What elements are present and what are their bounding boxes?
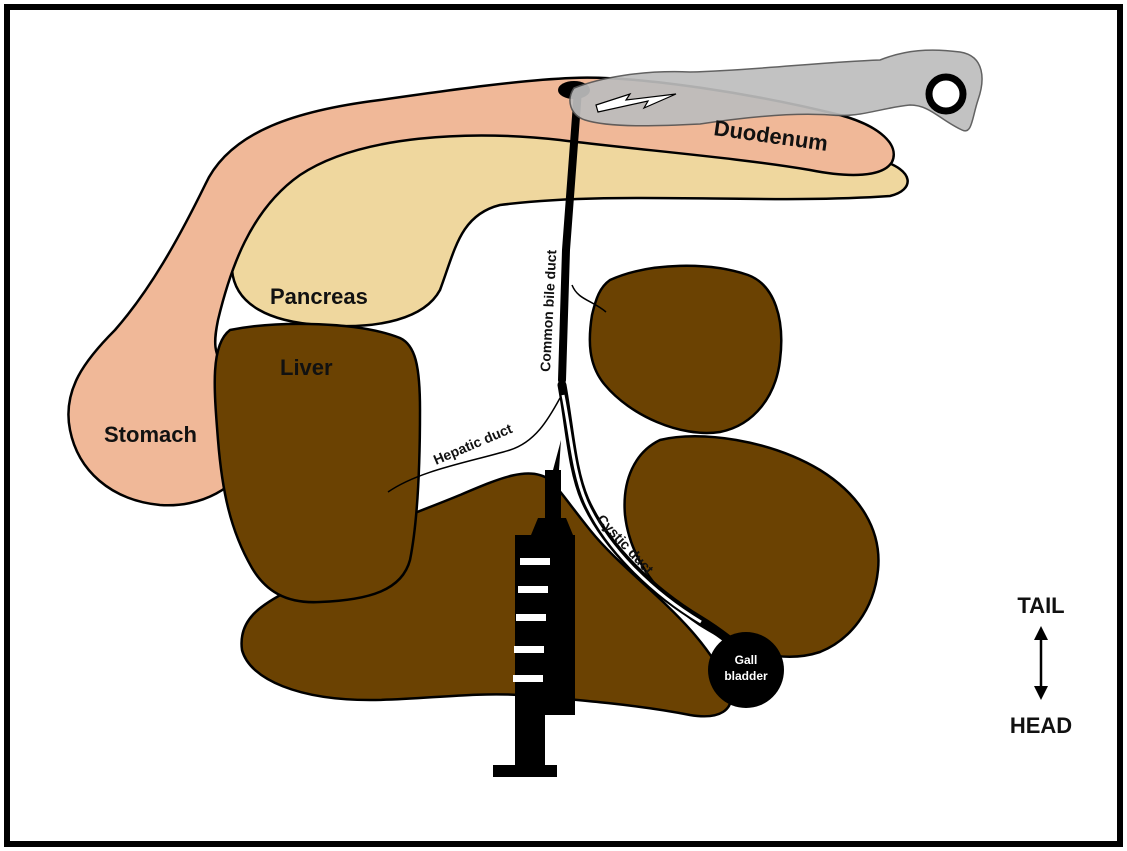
label-gall-bladder-line2: bladder (724, 669, 768, 683)
label-orientation-head: HEAD (1010, 713, 1072, 738)
label-stomach: Stomach (104, 422, 197, 447)
label-pancreas: Pancreas (270, 284, 368, 309)
label-orientation-tail: TAIL (1017, 593, 1064, 618)
label-liver: Liver (280, 355, 333, 380)
label-gall-bladder-line1: Gall (735, 653, 758, 667)
